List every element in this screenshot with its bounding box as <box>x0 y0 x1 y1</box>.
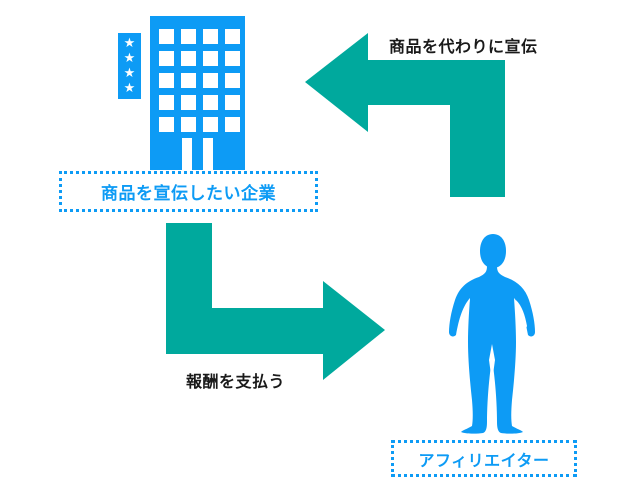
affiliate-icon-group <box>443 232 543 434</box>
star-rating-banner: ★ ★ ★ ★ <box>118 33 141 99</box>
standing-person-icon <box>449 234 535 434</box>
company-label-box: 商品を宣伝したい企業 <box>59 171 318 212</box>
flow-caption-promote: 商品を代わりに宣伝 <box>389 39 538 56</box>
star-icon: ★ <box>123 35 136 50</box>
arrow-company-to-affiliate <box>166 223 385 380</box>
star-icon: ★ <box>123 50 136 65</box>
arrow-affiliate-to-company <box>305 33 505 197</box>
affiliate-label-text: アフィリエイター <box>418 452 550 470</box>
company-icon-group: ★ ★ ★ ★ <box>118 16 263 176</box>
office-building-icon <box>150 16 245 170</box>
affiliate-label-box: アフィリエイター <box>391 440 577 477</box>
flow-caption-pay: 報酬を支払う <box>186 374 286 391</box>
star-icon: ★ <box>123 80 136 95</box>
star-icon: ★ <box>123 65 136 80</box>
company-label-text: 商品を宣伝したい企業 <box>101 184 276 203</box>
